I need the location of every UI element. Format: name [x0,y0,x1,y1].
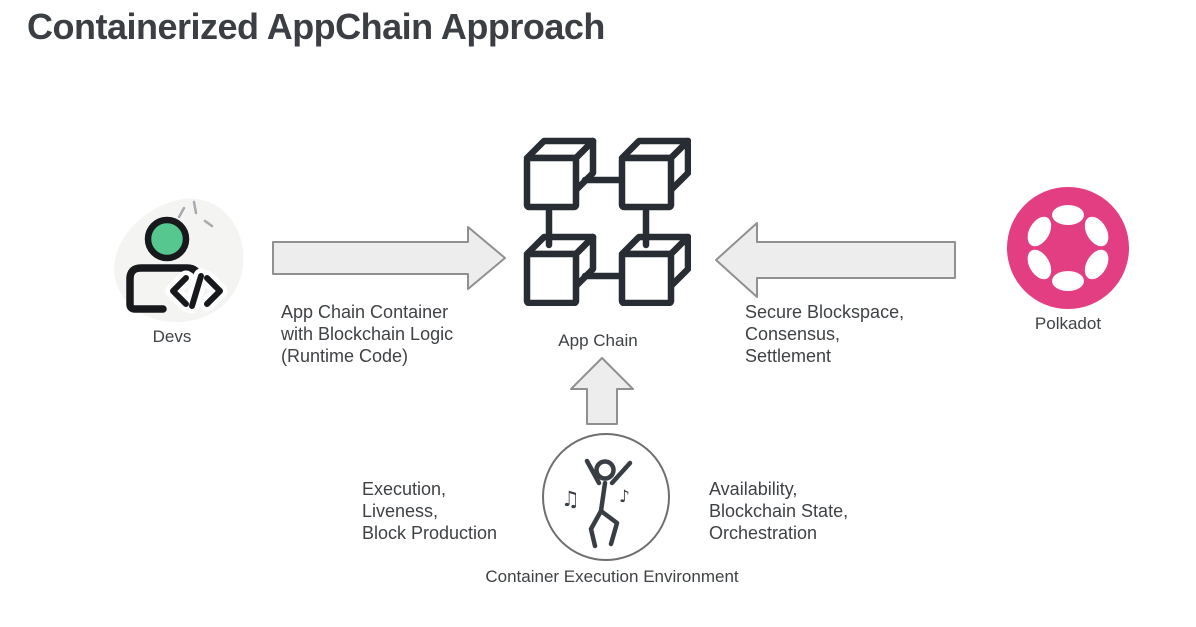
env-right-line-2: Blockchain State, [709,501,849,521]
devs-edge-line-1: App Chain Container [281,302,449,322]
devs-to-appchain-label: App Chain Container with Blockchain Logi… [281,301,453,367]
env-circle [542,433,670,561]
diagram-title: Containerized AppChain Approach [27,6,605,47]
devs-edge-line-3: (Runtime Code) [281,346,409,366]
devs-edge-line-2: with Blockchain Logic [281,324,454,344]
developer-code-icon [114,198,244,323]
polkadot-edge-line-1: Secure Blockspace, [745,302,905,322]
devs-label: Devs [152,327,192,346]
env-to-appchain-arrow up-arrow-icon [570,357,634,425]
blockchain-cubes-icon [523,137,691,306]
polkadot-label: Polkadot [1034,314,1102,333]
polkadot-edge-line-3: Settlement [745,346,832,366]
env-left-line-1: Execution, [362,479,447,499]
devs-to-appchain-arrow right-arrow-icon [272,226,506,290]
sparkle-icon [177,200,214,228]
env-left-line-2: Liveness, [362,501,439,521]
polkadot-edge-line-2: Consensus, [745,324,841,344]
polkadot-logo [1007,187,1129,309]
appchain-label: App Chain [558,331,638,350]
code-brackets-icon [170,273,223,309]
availability-annotation: Availability, Blockchain State, Orchestr… [709,478,848,544]
music-note-icon: ♫ [561,487,580,511]
execution-annotation: Execution, Liveness, Block Production [362,478,497,544]
env-right-line-1: Availability, [709,479,798,499]
polkadot-to-appchain-label: Secure Blockspace, Consensus, Settlement [745,301,904,367]
chain-links [545,176,650,280]
dancing-person-icon: ♫ ♪ [542,433,670,561]
env-left-line-3: Block Production [362,523,498,543]
music-note-icon: ♪ [619,487,630,507]
container-env-label: Container Execution Environment [485,567,739,586]
env-right-line-3: Orchestration [709,523,818,543]
dev-head [144,216,190,262]
polkadot-to-appchain-arrow left-arrow-icon [715,222,956,298]
